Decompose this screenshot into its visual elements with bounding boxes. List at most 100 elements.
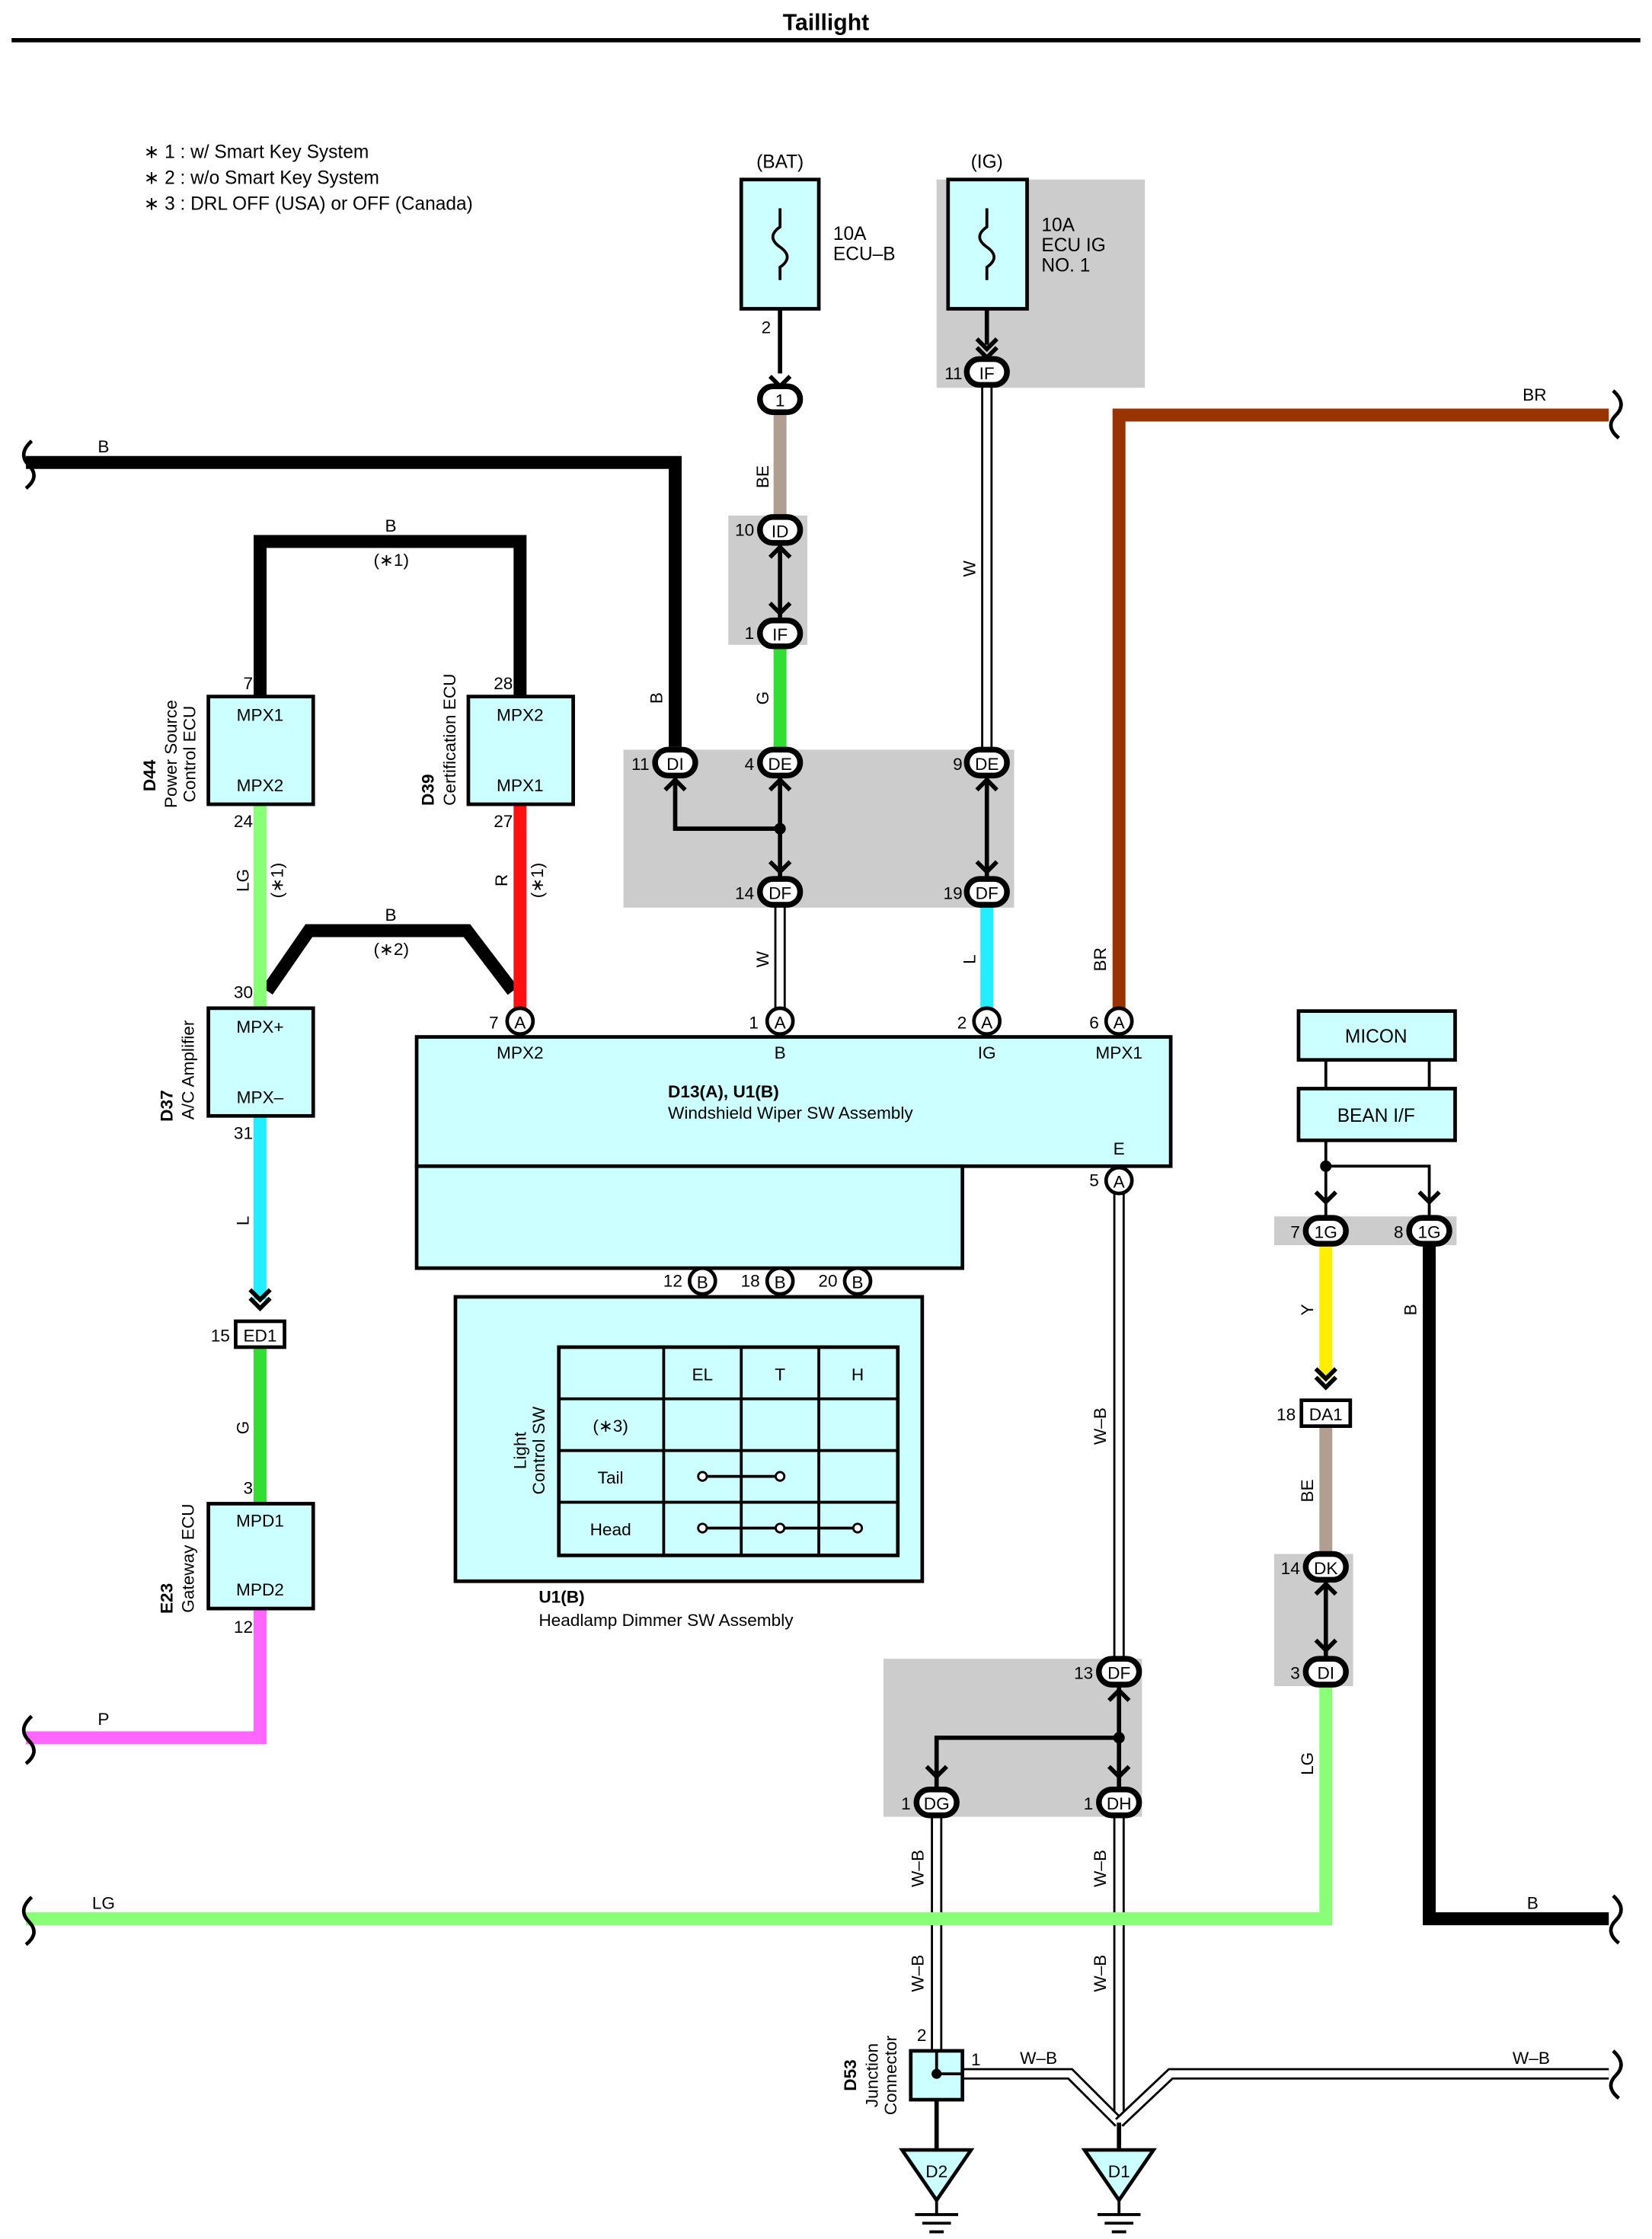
wire-b-1g: [1423, 1244, 1609, 1925]
svg-text:L: L: [960, 954, 979, 964]
svg-text:MPX2: MPX2: [237, 776, 284, 795]
svg-text:ID: ID: [772, 522, 789, 541]
svg-text:D39: D39: [419, 774, 438, 805]
svg-text:MPX1: MPX1: [237, 706, 284, 725]
svg-text:DF: DF: [1107, 1664, 1130, 1683]
wire-b-loop: [253, 535, 527, 697]
arrow-heads: [248, 337, 1441, 1780]
connector-b-18: 18 B: [741, 1266, 795, 1296]
junction-dot-bean: [1320, 1160, 1332, 1172]
svg-text:IF: IF: [979, 364, 995, 383]
wire-lg-di: [26, 1685, 1333, 1925]
ground-d2: D2: [898, 2148, 975, 2234]
svg-text:G: G: [233, 1421, 252, 1435]
fuse-bat-box: [739, 177, 821, 311]
connector-di-3: 3 DI: [1290, 1656, 1349, 1688]
svg-text:W–B: W–B: [1091, 1407, 1110, 1445]
svg-text:G: G: [753, 692, 772, 705]
svg-text:W–B: W–B: [909, 1850, 928, 1887]
svg-text:1: 1: [749, 1013, 759, 1032]
svg-text:A: A: [981, 1013, 993, 1032]
svg-text:13: 13: [1074, 1664, 1093, 1683]
svg-text:A: A: [514, 1013, 526, 1032]
table-header-h: H: [852, 1365, 864, 1384]
wire-wb-right: [1115, 2068, 1609, 2127]
svg-text:B: B: [1527, 1893, 1539, 1912]
svg-text:D37: D37: [157, 1090, 176, 1121]
svg-text:W–B: W–B: [1091, 1955, 1110, 1992]
svg-text:A/C Amplifier: A/C Amplifier: [179, 1020, 198, 1120]
fuse-ig-icon: [978, 208, 995, 280]
svg-text:B: B: [775, 1043, 786, 1062]
component-u1: Light Control SW U1(B) Headlamp Dimmer S…: [453, 1295, 925, 1630]
connector-da1: 18 DA1: [1277, 1398, 1353, 1428]
component-d53: 2 1 D53 Junction Connector: [841, 2026, 980, 2115]
connector-dg: 1 DG: [901, 1786, 960, 1819]
svg-text:8: 8: [1394, 1223, 1404, 1242]
wire-wb-j1-inner: [962, 2070, 1122, 2126]
svg-text:1: 1: [1084, 1794, 1094, 1813]
svg-text:DE: DE: [975, 755, 999, 774]
svg-text:LG: LG: [233, 869, 252, 892]
wire-b-mid: [261, 924, 519, 995]
fuse-bat-source: (BAT): [756, 152, 804, 173]
connector-b-20: 20 B: [818, 1266, 873, 1296]
connector-b-12: 12 B: [663, 1266, 717, 1296]
note-1: ∗ 1 : w/ Smart Key System: [144, 142, 369, 162]
connector-a-5: 5 A: [1089, 1165, 1134, 1196]
svg-text:2: 2: [917, 2026, 927, 2045]
svg-text:IF: IF: [772, 625, 788, 644]
svg-text:R: R: [492, 874, 511, 886]
svg-text:Power Source: Power Source: [161, 700, 181, 808]
table-row-head: Head: [590, 1520, 631, 1539]
svg-text:MICON: MICON: [1345, 1027, 1408, 1047]
svg-text:P: P: [97, 1710, 109, 1729]
component-d44: 7 MPX1 MPX2 24 D44 Power Source Control …: [140, 674, 315, 831]
wire-br: [1112, 408, 1609, 1008]
svg-text:BE: BE: [753, 465, 772, 488]
svg-text:L: L: [233, 1216, 252, 1226]
svg-text:9: 9: [953, 755, 963, 774]
svg-text:W–B: W–B: [1020, 2049, 1057, 2068]
svg-text:BR: BR: [1523, 385, 1546, 404]
svg-text:Light: Light: [510, 1431, 529, 1469]
svg-text:B: B: [385, 516, 397, 535]
svg-text:A: A: [1114, 1173, 1126, 1192]
svg-text:14: 14: [735, 884, 754, 903]
svg-text:24: 24: [234, 812, 253, 831]
break-right-br: [1609, 389, 1623, 440]
svg-text:1: 1: [775, 391, 785, 410]
svg-text:15: 15: [211, 1326, 230, 1345]
svg-text:MPX–: MPX–: [237, 1088, 284, 1107]
svg-text:Junction: Junction: [862, 2043, 881, 2107]
svg-text:D2: D2: [925, 2162, 947, 2181]
svg-text:4: 4: [745, 755, 755, 774]
svg-text:3: 3: [1290, 1664, 1300, 1683]
connector-a-2: 2 A: [957, 1006, 1002, 1036]
svg-text:LG: LG: [92, 1893, 115, 1912]
table-header-t: T: [775, 1365, 785, 1384]
svg-text:1G: 1G: [1315, 1223, 1337, 1242]
svg-text:D13(A), U1(B): D13(A), U1(B): [668, 1082, 779, 1101]
svg-text:W: W: [960, 560, 979, 577]
svg-text:Gateway ECU: Gateway ECU: [179, 1503, 198, 1612]
svg-text:BE: BE: [1298, 1479, 1317, 1502]
table-row-drl: (∗3): [593, 1417, 628, 1436]
junction-dot-df: [774, 822, 786, 835]
ground-d1: D1: [1081, 2148, 1157, 2234]
svg-text:D1: D1: [1108, 2162, 1130, 2181]
junction-dot-dh: [1113, 1732, 1125, 1744]
connector-df-19: 19 DF: [943, 876, 1010, 908]
component-bean-if: BEAN I/F: [1296, 1087, 1457, 1142]
svg-text:31: 31: [234, 1123, 253, 1142]
svg-text:B: B: [852, 1273, 863, 1292]
svg-text:W: W: [753, 950, 772, 967]
svg-text:7: 7: [243, 674, 253, 693]
svg-text:A: A: [775, 1013, 787, 1032]
svg-text:Connector: Connector: [881, 2035, 900, 2115]
svg-text:11: 11: [631, 755, 649, 774]
svg-text:Y: Y: [1298, 1304, 1317, 1315]
svg-text:B: B: [97, 437, 109, 456]
fuse-bat-rating: 10A: [833, 224, 867, 244]
svg-text:(∗1): (∗1): [373, 551, 409, 570]
